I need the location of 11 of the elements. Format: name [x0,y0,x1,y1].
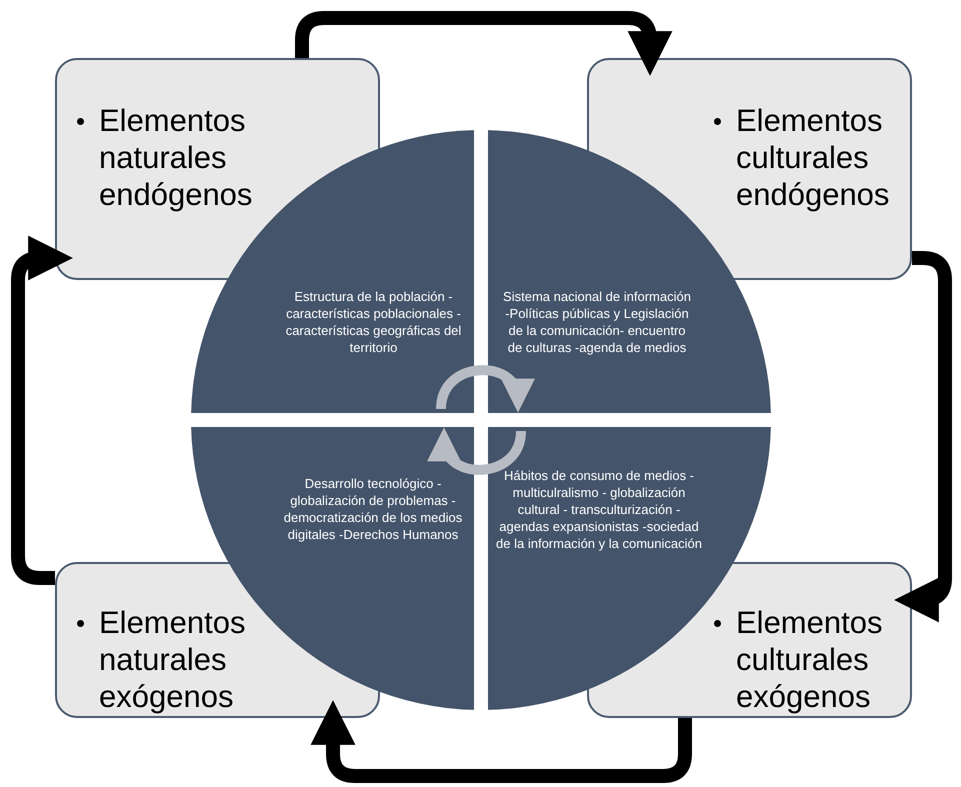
cycle-arrow [11,236,73,585]
element-label: Elementos naturales exógenos [99,604,246,715]
element-label: Elementos culturales endógenos [736,102,890,213]
quadrant-text: Desarrollo tecnológico - globalización de problemas - democratización de los medios digitales -Derechos Humanos [282,475,464,543]
element-label: Elementos culturales exógenos [736,604,884,715]
element-label: Elementos naturales endógenos [99,102,254,213]
quadrant-text: Sistema nacional de información -Políticas públicas y Legislación de la comunicación- encuentro de culturas -agenda de medios [502,288,692,356]
quadrant-text: Hábitos de consumo de medios - multiculralismo - globalización cultural - transculturización -agendas expansionistas -sociedad de la información y la comunicación [495,467,703,552]
cycle-arrow [295,11,672,76]
quadrant-text: Estructura de la población - características poblacionales - características geográficas del territorio [284,288,462,356]
cycle-arrow [894,251,952,622]
